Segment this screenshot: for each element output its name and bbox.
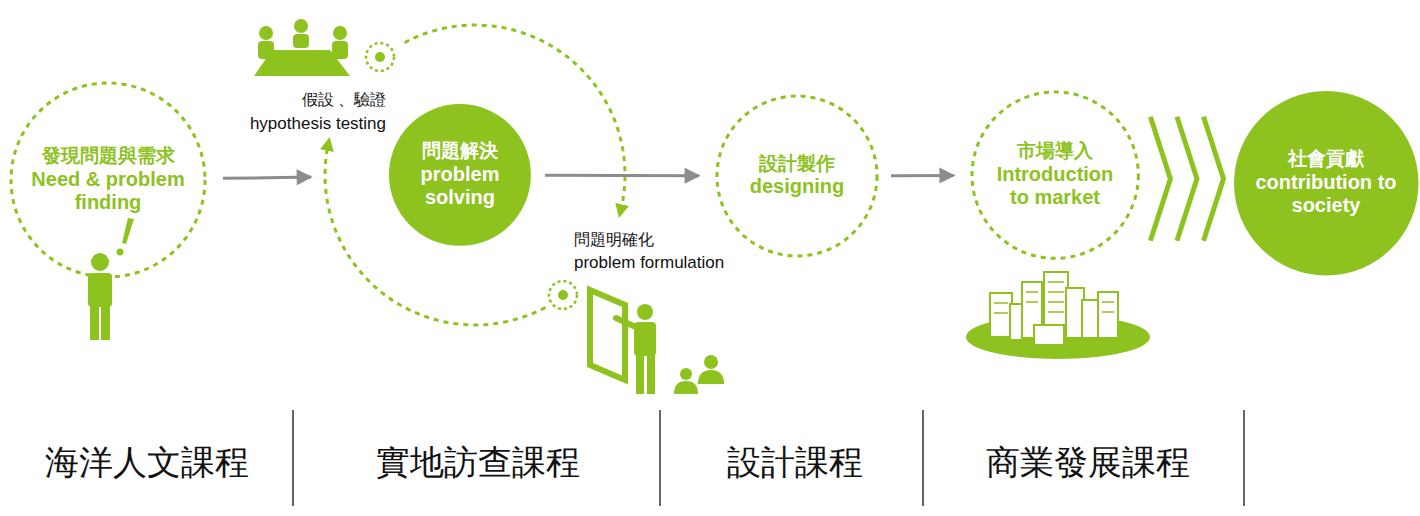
flow-arrow — [545, 174, 699, 177]
stage-text: 設計製作designing — [727, 153, 867, 199]
exclamation-symbol — [117, 218, 135, 256]
loop-dot — [549, 281, 577, 309]
stage-text: 社會貢獻contribution to society — [1246, 148, 1406, 218]
course-name: 海洋人文課程 — [43, 442, 251, 483]
stage-text: 發現問題與需求Need & problem finding — [24, 145, 192, 215]
course-separator — [293, 410, 1244, 506]
stage-title-zh: 社會貢獻 — [1246, 148, 1406, 170]
meeting-icon — [254, 19, 350, 76]
flow-arrow — [223, 177, 311, 178]
loop-dot — [366, 43, 394, 71]
stage-text: 問題解決problem solving — [404, 140, 516, 210]
course-name: 實地訪查課程 — [374, 442, 582, 483]
chevron-arrow — [1150, 117, 1223, 241]
stage-circle-dashed: 發現問題與需求Need & problem finding — [9, 81, 207, 279]
loop-label-en: problem formulation — [572, 253, 726, 273]
course-name: 設計課程 — [725, 442, 865, 483]
stage-title-en: Need & problem finding — [24, 168, 192, 215]
city-icon — [966, 272, 1150, 359]
stage-circle-filled: 社會貢獻contribution to society — [1232, 89, 1420, 277]
stage-title-zh: 發現問題與需求 — [24, 145, 192, 167]
stage-title-en: designing — [727, 175, 867, 199]
person-icon — [88, 253, 112, 340]
stage-circle-dashed: 市場導入Introduction to market — [970, 90, 1140, 260]
stage-title-en: problem solving — [404, 163, 516, 210]
audience-icon — [674, 355, 724, 394]
stage-title-en: contribution to society — [1246, 171, 1406, 218]
stage-title-zh: 問題解決 — [404, 140, 516, 162]
flow-arrow — [891, 174, 954, 177]
loop-label-zh: 問題明確化 — [572, 230, 656, 249]
stage-circle-dashed: 設計製作designing — [715, 94, 879, 258]
stage-title-zh: 市場導入 — [985, 140, 1125, 162]
loop-label-zh: 假設 、驗證 — [300, 90, 388, 109]
stage-title-en: Introduction to market — [985, 163, 1125, 210]
stage-title-zh: 設計製作 — [727, 153, 867, 175]
stage-text: 市場導入Introduction to market — [985, 140, 1125, 210]
loop-label-en: hypothesis testing — [248, 114, 388, 134]
course-name: 商業發展課程 — [984, 442, 1192, 483]
stage-circle-filled: 問題解決problem solving — [387, 102, 533, 248]
presenter-icon — [590, 290, 656, 394]
